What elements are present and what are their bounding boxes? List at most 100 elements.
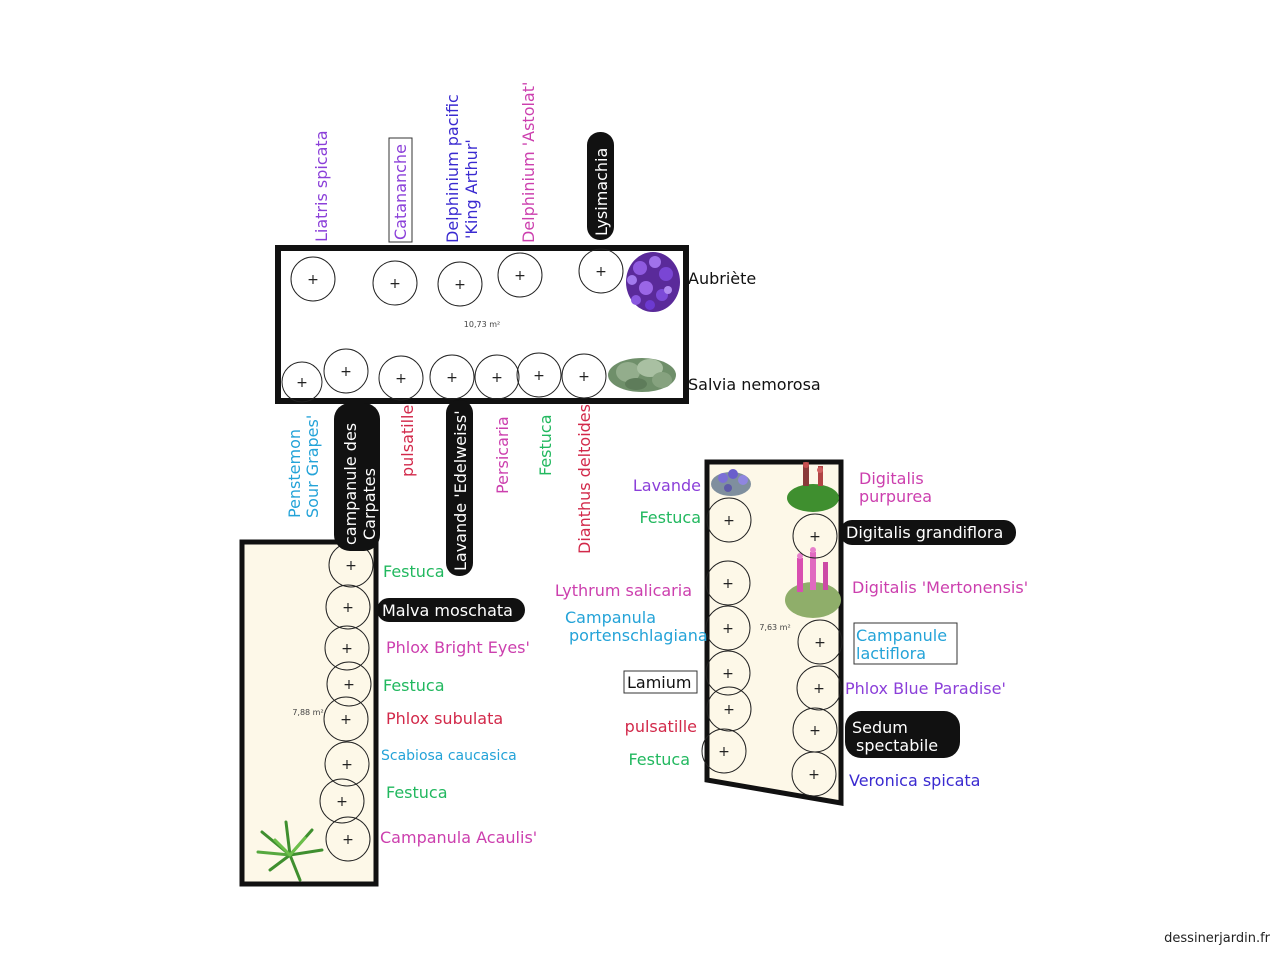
plant-marker[interactable]: +	[797, 619, 843, 665]
label-spectabile[interactable]: spectabile	[856, 736, 938, 755]
label-campanule[interactable]: Campanule	[856, 626, 947, 645]
label-delphinium-pacific[interactable]: Delphinium pacific	[443, 94, 462, 243]
label-pill-lavande-edelweiss	[446, 400, 473, 576]
label-veronica-spicata[interactable]: Veronica spicata	[849, 771, 980, 790]
label-box-lamium	[623, 670, 698, 694]
plant-marker[interactable]: +	[437, 261, 483, 307]
label-delphinium-astolat[interactable]: Delphinium 'Astolat'	[519, 82, 538, 243]
plant-marker[interactable]: +	[372, 260, 418, 306]
left-bed[interactable]: 7,88 m² + + + + + + + +	[239, 539, 379, 887]
plant-marker[interactable]: +	[561, 353, 607, 399]
label-king-arthur[interactable]: 'King Arthur'	[462, 139, 481, 239]
plant-marker[interactable]: +	[323, 696, 369, 742]
svg-text:+: +	[722, 621, 734, 637]
label-lactiflora[interactable]: lactiflora	[856, 644, 926, 663]
plant-marker[interactable]: +	[516, 352, 562, 398]
label-pulsatille-top[interactable]: pulsatille	[398, 405, 417, 477]
top-bed-outline[interactable]	[275, 245, 689, 404]
label-lysimachia[interactable]: Lysimachia	[592, 148, 611, 236]
label-penstemon[interactable]: Penstemon	[285, 429, 304, 518]
label-campanula-acaulis[interactable]: Campanula Acaulis'	[380, 828, 537, 847]
svg-text:+: +	[446, 370, 458, 386]
label-persicaria[interactable]: Persicaria	[493, 416, 512, 494]
label-digitalis-grandiflora[interactable]: Digitalis grandiflora	[846, 523, 1003, 542]
plant-marker[interactable]: +	[474, 354, 520, 400]
label-dianthus-deltoides[interactable]: Dianthus deltoides	[575, 404, 594, 554]
plant-marker[interactable]: +	[378, 355, 424, 401]
label-lythrum-salicaria[interactable]: Lythrum salicaria	[555, 581, 692, 600]
plant-marker[interactable]: +	[323, 348, 369, 394]
label-campanula-port-b[interactable]: portenschlagiana	[569, 626, 708, 645]
label-box-campanule-lactiflora	[853, 622, 958, 665]
label-r-pulsatille[interactable]: pulsatille	[625, 717, 697, 736]
label-salvia-nemorosa[interactable]: Salvia nemorosa	[688, 375, 821, 394]
label-phlox-bright-eyes[interactable]: Phlox Bright Eyes'	[386, 638, 530, 657]
plant-marker[interactable]: +	[290, 256, 336, 302]
label-lamium[interactable]: Lamium	[627, 673, 691, 692]
digitalis-purpurea-image	[787, 462, 839, 512]
label-liatris-spicata[interactable]: Liatris spicata	[312, 131, 331, 243]
label-sedum[interactable]: Sedum	[852, 718, 908, 737]
label-phlox-blue-paradise[interactable]: Phlox Blue Paradise'	[845, 679, 1006, 698]
label-l-festuca-2[interactable]: Festuca	[383, 676, 445, 695]
plant-marker[interactable]: +	[706, 497, 752, 543]
plant-marker[interactable]: +	[429, 354, 475, 400]
plant-marker[interactable]: +	[705, 605, 751, 651]
label-l-festuca-3[interactable]: Festuca	[386, 783, 448, 802]
svg-text:+: +	[722, 576, 734, 592]
svg-text:+: +	[343, 677, 355, 693]
left-bed-outline[interactable]	[239, 539, 379, 887]
label-catananche[interactable]: Catananche	[391, 144, 410, 240]
plant-marker[interactable]: +	[705, 560, 751, 606]
svg-text:+: +	[722, 666, 734, 682]
svg-text:+: +	[296, 375, 308, 391]
label-aubriete[interactable]: Aubriète	[688, 269, 756, 288]
label-digitalis-purpurea[interactable]: purpurea	[859, 487, 932, 506]
plant-marker[interactable]: +	[705, 650, 751, 696]
label-malva-moschata[interactable]: Malva moschata	[382, 601, 513, 620]
label-r-festuca-1[interactable]: Festuca	[639, 508, 701, 527]
plant-marker[interactable]: +	[326, 661, 372, 707]
label-campanula-port-a[interactable]: Campanula	[565, 608, 656, 627]
top-bed[interactable]: 10,73 m² + + + + + + + + + + + +	[275, 245, 689, 404]
label-pill-lysimachia	[587, 132, 614, 240]
svg-text:+: +	[341, 641, 353, 657]
plant-marker[interactable]: +	[325, 816, 371, 862]
svg-text:+: +	[389, 276, 401, 292]
svg-text:+: +	[723, 513, 735, 529]
label-r-festuca-2[interactable]: Festuca	[628, 750, 690, 769]
label-lavande-edelweiss[interactable]: Lavande 'Edelweiss'	[451, 410, 470, 571]
plant-marker[interactable]: +	[325, 584, 371, 630]
label-l-festuca-1[interactable]: Festuca	[383, 562, 445, 581]
right-bed-outline[interactable]	[704, 459, 844, 806]
label-carpates[interactable]: Carpates	[360, 468, 379, 540]
plant-marker[interactable]: +	[324, 741, 370, 787]
label-sour-grapes[interactable]: Sour Grapes'	[303, 415, 322, 518]
plant-marker[interactable]: +	[791, 751, 837, 797]
plant-marker[interactable]: +	[792, 513, 838, 559]
label-campanule-des[interactable]: campanule des	[341, 423, 360, 545]
plant-marker[interactable]: +	[701, 728, 747, 774]
site-credit[interactable]: dessinerjardin.fr	[1164, 931, 1270, 946]
svg-text:+: +	[454, 277, 466, 293]
label-box-catananche	[388, 137, 413, 243]
label-digitalis-mertonensis[interactable]: Digitalis 'Mertonensis'	[852, 578, 1028, 597]
plant-marker[interactable]: +	[324, 625, 370, 671]
plant-marker[interactable]: +	[578, 248, 624, 294]
plant-marker[interactable]: +	[497, 252, 543, 298]
plant-marker[interactable]: +	[319, 778, 365, 824]
label-festuca-top[interactable]: Festuca	[536, 414, 555, 476]
label-scabiosa-caucasica[interactable]: Scabiosa caucasica	[381, 748, 517, 764]
label-digitalis-a[interactable]: Digitalis	[859, 469, 924, 488]
label-phlox-subulata[interactable]: Phlox subulata	[386, 709, 503, 728]
svg-text:+: +	[533, 368, 545, 384]
label-r-lavande[interactable]: Lavande	[633, 476, 701, 495]
plant-marker[interactable]: +	[796, 665, 842, 711]
svg-text:+: +	[723, 702, 735, 718]
plant-marker[interactable]: +	[281, 361, 323, 403]
svg-text:+: +	[340, 364, 352, 380]
svg-text:+: +	[809, 529, 821, 545]
right-bed[interactable]: 7,63 m² + + + + + + + + +	[701, 459, 844, 806]
plant-marker[interactable]: +	[706, 686, 752, 732]
